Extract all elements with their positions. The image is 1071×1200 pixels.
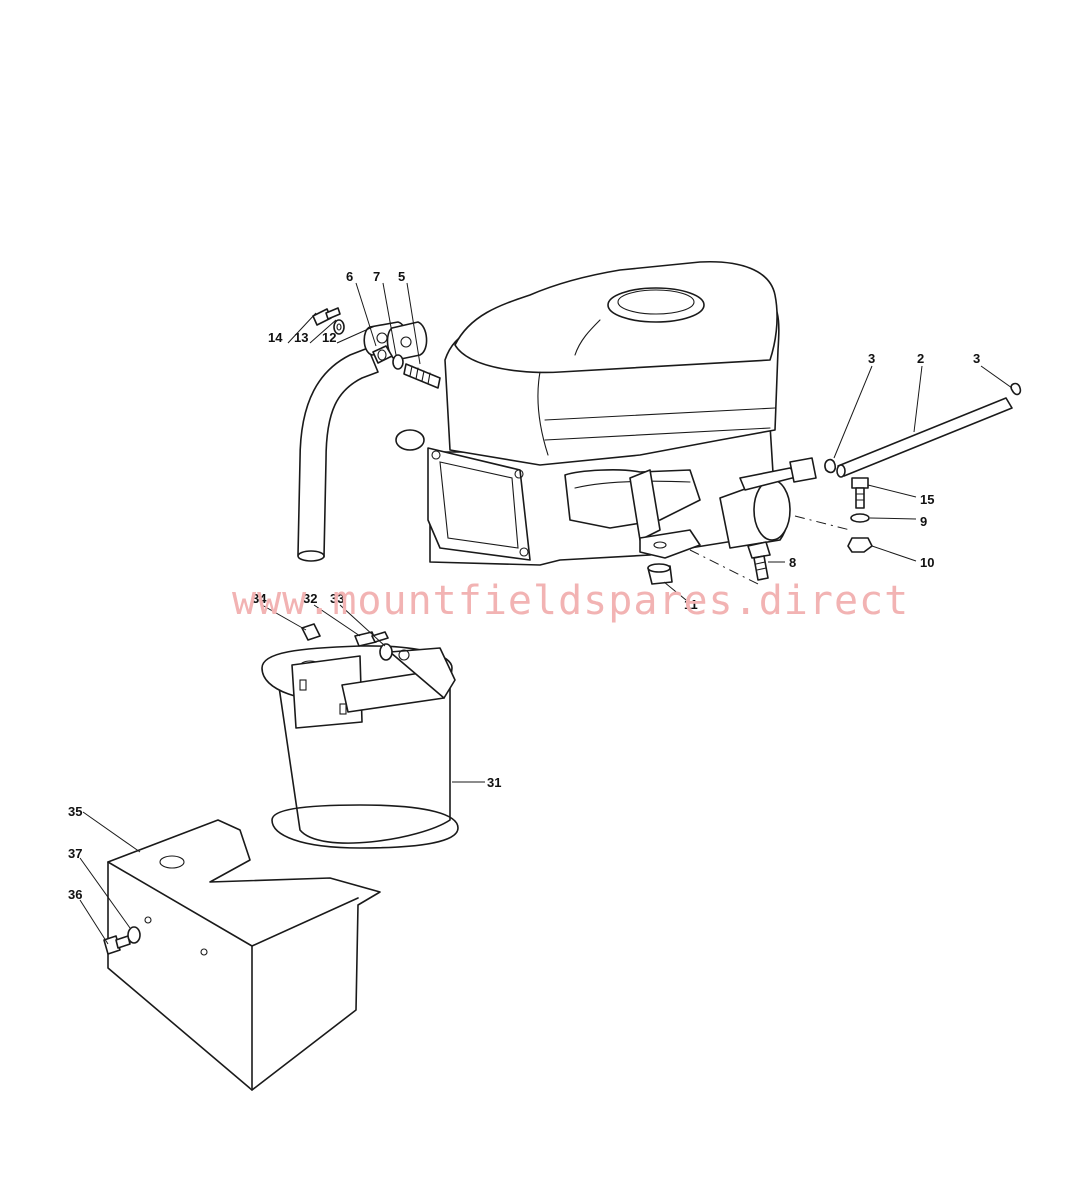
callout-11: 11 bbox=[684, 597, 698, 612]
callout-5: 5 bbox=[398, 269, 405, 284]
callout-14: 14 bbox=[268, 330, 283, 345]
screw-32 bbox=[354, 631, 389, 647]
callout-10: 10 bbox=[920, 555, 934, 570]
callout-15: 15 bbox=[920, 492, 934, 507]
fuel-hose bbox=[836, 397, 1013, 478]
screw-36 bbox=[103, 935, 131, 955]
callout-6: 6 bbox=[346, 269, 353, 284]
nut-10 bbox=[847, 537, 873, 553]
callout-labels: 6 7 5 14 13 12 3 2 3 15 9 10 8 11 34 32 … bbox=[68, 269, 980, 902]
washer-13 bbox=[333, 319, 345, 335]
screw-8 bbox=[747, 541, 771, 581]
muffler bbox=[261, 645, 459, 849]
callout-33: 33 bbox=[330, 591, 344, 606]
leader-lines bbox=[79, 282, 1013, 945]
callout-12: 12 bbox=[322, 330, 336, 345]
stud-5 bbox=[403, 363, 441, 389]
assembly-line bbox=[794, 515, 851, 531]
callout-32: 32 bbox=[303, 591, 317, 606]
callout-31: 31 bbox=[487, 775, 501, 790]
callout-8: 8 bbox=[789, 555, 796, 570]
callout-36: 36 bbox=[68, 887, 82, 902]
callout-13: 13 bbox=[294, 330, 308, 345]
clip-34 bbox=[301, 623, 321, 641]
callout-34: 34 bbox=[252, 591, 267, 606]
callout-37: 37 bbox=[68, 846, 82, 861]
exhaust-pipe bbox=[297, 321, 408, 562]
engine bbox=[395, 260, 817, 566]
callout-3-left: 3 bbox=[868, 351, 875, 366]
gasket bbox=[386, 321, 428, 361]
washer-9 bbox=[850, 513, 870, 523]
callout-9: 9 bbox=[920, 514, 927, 529]
nut-6 bbox=[372, 345, 393, 364]
washer-7 bbox=[392, 354, 404, 370]
heat-shield bbox=[107, 819, 381, 1091]
screw-15 bbox=[851, 477, 869, 509]
drain-plug-11 bbox=[647, 563, 673, 585]
callout-3-right: 3 bbox=[973, 351, 980, 366]
screw-14 bbox=[312, 307, 341, 326]
watermark: www.mountfieldspares.direct bbox=[232, 578, 909, 624]
callout-7: 7 bbox=[373, 269, 380, 284]
callout-2: 2 bbox=[917, 351, 924, 366]
callout-35: 35 bbox=[68, 804, 82, 819]
hose-clip bbox=[824, 382, 1022, 474]
washer-37 bbox=[127, 926, 141, 944]
washer-33 bbox=[379, 643, 393, 661]
